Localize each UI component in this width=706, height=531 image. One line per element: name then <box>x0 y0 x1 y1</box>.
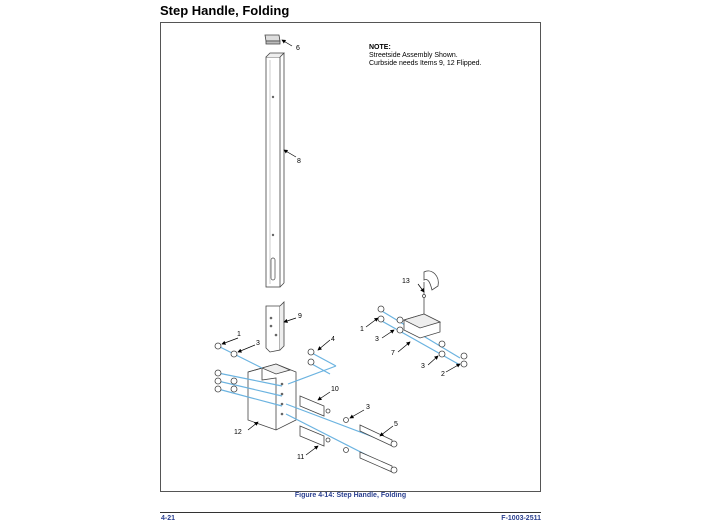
footer-rule <box>160 512 541 513</box>
left-fasteners <box>214 342 349 453</box>
figure-frame <box>160 22 541 492</box>
callout-6: 6 <box>296 45 300 52</box>
callout-5: 5 <box>394 421 398 428</box>
note-block: NOTE: Streetside Assembly Shown. Curbsid… <box>369 44 481 68</box>
document-number: F-1003-2511 <box>501 515 541 522</box>
bolts <box>299 395 398 474</box>
handle-cap <box>264 34 281 45</box>
leader-lines <box>221 39 461 456</box>
callout-4: 4 <box>331 336 335 343</box>
callout-3: 3 <box>375 336 379 343</box>
hinge-bracket <box>265 301 285 353</box>
note-line-2: Curbside needs Items 9, 12 Flipped. <box>369 60 482 67</box>
latch-assembly <box>377 270 468 368</box>
callout-7: 7 <box>391 350 395 357</box>
callout-12: 12 <box>234 429 242 436</box>
hardware-guide-lines <box>217 309 461 469</box>
callout-2: 2 <box>441 371 445 378</box>
page-number: 4-21 <box>161 515 176 522</box>
mount-bracket <box>247 363 297 431</box>
callout-8: 8 <box>297 158 301 165</box>
callout-11: 11 <box>297 454 304 461</box>
callout-3: 3 <box>366 404 370 411</box>
callout-1: 1 <box>360 326 364 333</box>
callout-1: 1 <box>237 331 241 338</box>
page-title: Step Handle, Folding <box>160 3 290 18</box>
callout-9: 9 <box>298 313 302 320</box>
callout-3: 3 <box>421 363 425 370</box>
callout-3: 3 <box>256 340 260 347</box>
handle-tube <box>265 52 285 288</box>
note-heading: NOTE: <box>369 44 391 51</box>
figure-caption: Figure 4-14: Step Handle, Folding <box>294 492 407 499</box>
callout-13: 13 <box>402 278 410 285</box>
callout-10: 10 <box>331 386 339 393</box>
note-line-1: Streetside Assembly Shown. <box>369 52 458 59</box>
